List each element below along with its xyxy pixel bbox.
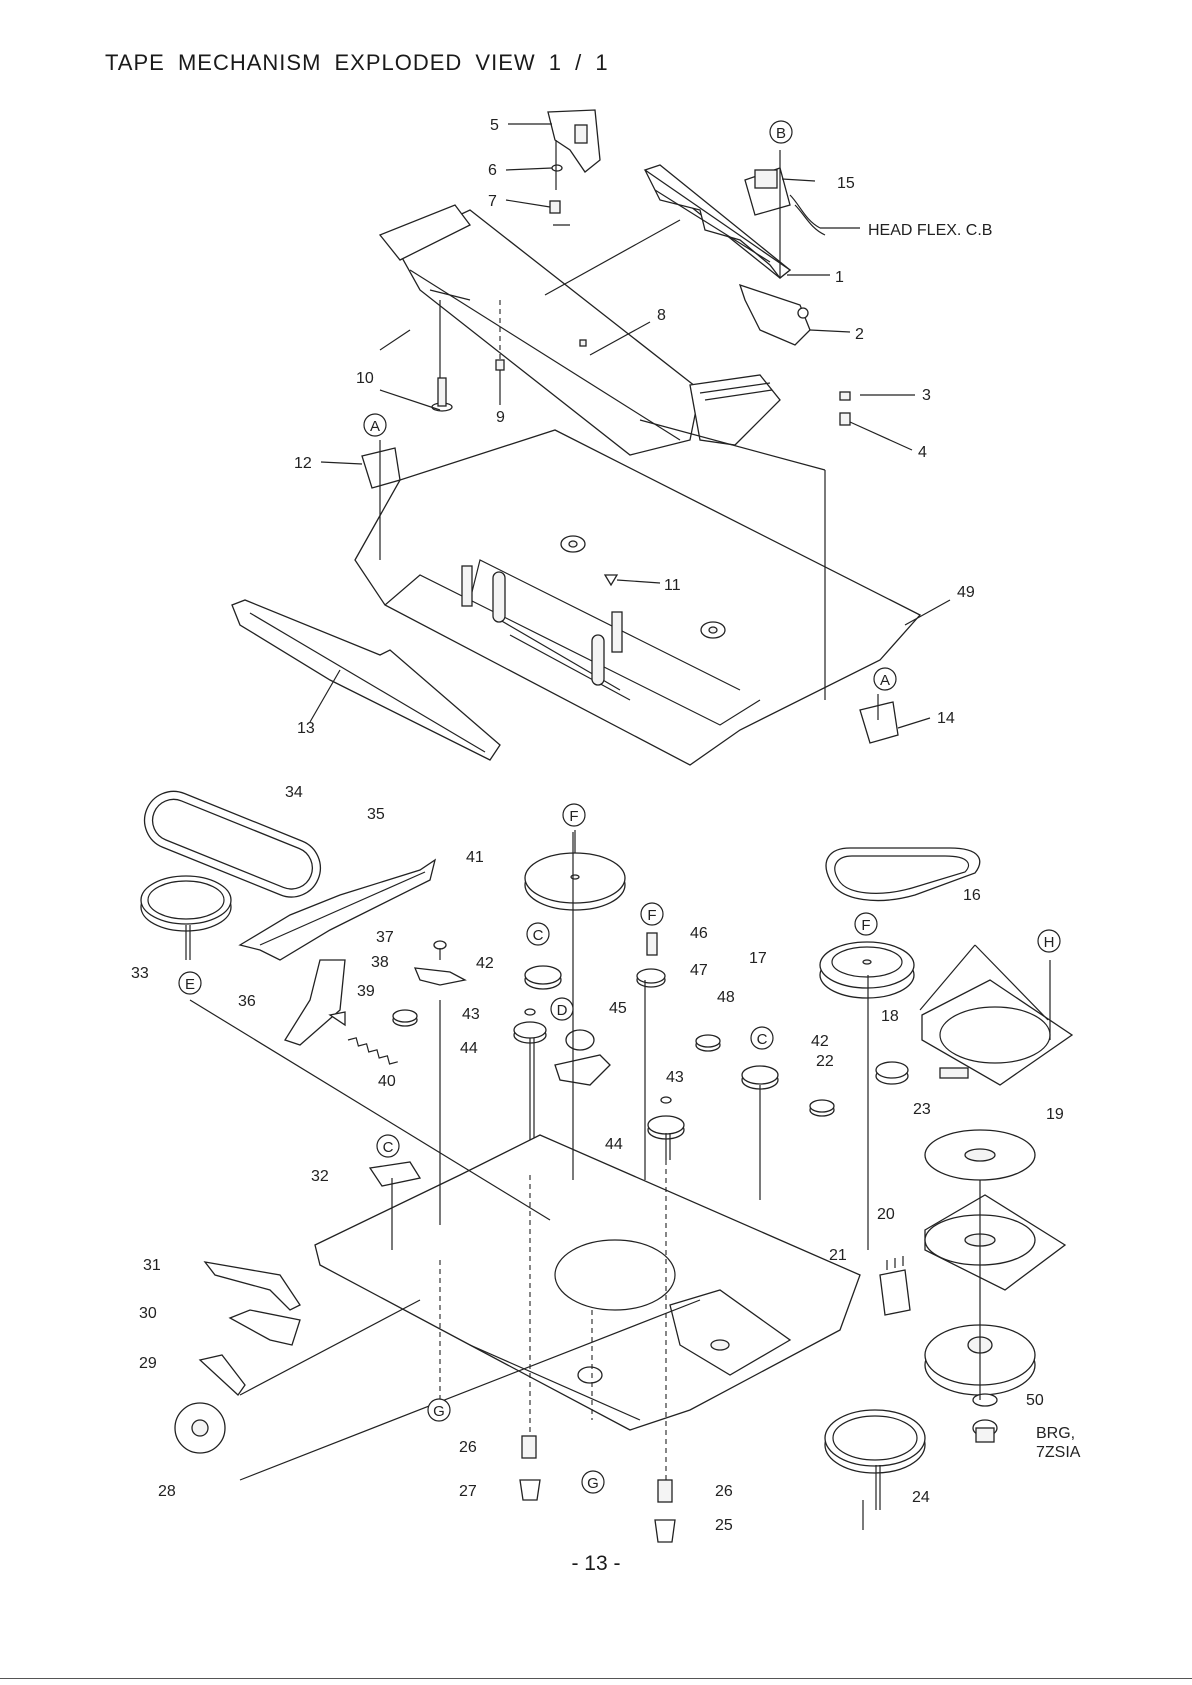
part-label-22: 22 xyxy=(816,1053,834,1070)
part-label-23: 23 xyxy=(913,1101,931,1118)
part-label-31: 31 xyxy=(143,1257,161,1274)
ref-marker-E: E xyxy=(179,972,201,994)
part-label-1: 1 xyxy=(835,269,844,286)
part-label-27: 27 xyxy=(459,1483,477,1500)
part-label-28: 28 xyxy=(158,1483,176,1500)
part-label-29: 29 xyxy=(139,1355,157,1372)
part-label-3: 3 xyxy=(922,387,931,404)
ref-marker-F2: F xyxy=(641,903,663,925)
head-flex-label: HEAD FLEX. C.B xyxy=(868,222,992,239)
part-label-19: 19 xyxy=(1046,1106,1064,1123)
part-label-20: 20 xyxy=(877,1206,895,1223)
part-label-6: 6 xyxy=(488,162,497,179)
part-label-30: 30 xyxy=(139,1305,157,1322)
ref-marker-F3: F xyxy=(855,913,877,935)
part-label-16: 16 xyxy=(963,887,981,904)
motor-holder-part xyxy=(880,945,1072,1315)
part-label-10: 10 xyxy=(356,370,374,387)
part-label-4: 4 xyxy=(918,444,927,461)
part-label-40: 40 xyxy=(378,1073,396,1090)
part-label-18: 18 xyxy=(881,1008,899,1025)
part-label-14: 14 xyxy=(937,710,955,727)
svg-text:B: B xyxy=(776,125,786,142)
part-label-50: 50 xyxy=(1026,1392,1044,1409)
part-label-2: 2 xyxy=(855,326,864,343)
part-label-11: 11 xyxy=(664,577,681,594)
part-label-38: 38 xyxy=(371,954,389,971)
part-label-37: 37 xyxy=(376,929,394,946)
ref-marker-B: B xyxy=(770,121,792,143)
svg-text:F: F xyxy=(569,808,578,825)
page-number: - 13 - xyxy=(0,1552,1192,1576)
part-label-9: 9 xyxy=(496,409,505,426)
part-label-43b: 43 xyxy=(666,1069,684,1086)
svg-text:H: H xyxy=(1044,934,1055,951)
svg-text:C: C xyxy=(757,1031,768,1048)
part-label-21: 21 xyxy=(829,1247,847,1264)
part-label-42b: 42 xyxy=(811,1033,829,1050)
part-label-32: 32 xyxy=(311,1168,329,1185)
part-label-35: 35 xyxy=(367,806,385,823)
svg-text:G: G xyxy=(433,1403,445,1420)
part-label-7: 7 xyxy=(488,193,497,210)
ref-marker-A1: A xyxy=(364,414,386,436)
part-label-41: 41 xyxy=(466,849,484,866)
part-label-46: 46 xyxy=(690,925,708,942)
svg-text:E: E xyxy=(185,976,195,993)
bottom-rule xyxy=(0,1678,1192,1679)
part-label-5: 5 xyxy=(490,117,499,134)
svg-text:A: A xyxy=(370,418,380,435)
brg-label-line1: BRG, xyxy=(1036,1425,1075,1442)
ref-marker-C2: C xyxy=(751,1027,773,1049)
part-label-45: 45 xyxy=(609,1000,627,1017)
svg-text:C: C xyxy=(533,927,544,944)
svg-text:D: D xyxy=(557,1002,568,1019)
part-label-24: 24 xyxy=(912,1489,930,1506)
head-part xyxy=(745,168,825,235)
part-label-49: 49 xyxy=(957,584,975,601)
svg-text:C: C xyxy=(383,1139,394,1156)
part-label-44a: 44 xyxy=(460,1040,478,1057)
ref-marker-D: D xyxy=(551,998,573,1020)
part-label-47: 47 xyxy=(690,962,708,979)
ref-marker-F1: F xyxy=(563,804,585,826)
brg-label-line2: 7ZSIA xyxy=(1036,1444,1081,1461)
part-label-26a: 26 xyxy=(459,1439,477,1456)
part-label-15: 15 xyxy=(837,175,855,192)
part-label-39: 39 xyxy=(357,983,375,1000)
part-label-26b: 26 xyxy=(715,1483,733,1500)
ref-marker-G1: G xyxy=(428,1399,450,1421)
svg-text:G: G xyxy=(587,1475,599,1492)
svg-text:F: F xyxy=(861,917,870,934)
part-label-36: 36 xyxy=(238,993,256,1010)
ref-marker-C1: C xyxy=(527,923,549,945)
pinch-lever-part xyxy=(548,110,600,213)
small-lever-part xyxy=(175,1162,420,1453)
ref-marker-A2: A xyxy=(874,668,896,690)
part-label-43a: 43 xyxy=(462,1006,480,1023)
part-label-8: 8 xyxy=(657,307,666,324)
part-label-33: 33 xyxy=(131,965,149,982)
ref-marker-G2: G xyxy=(582,1471,604,1493)
ref-marker-H: H xyxy=(1038,930,1060,952)
part-label-48: 48 xyxy=(717,989,735,1006)
svg-text:A: A xyxy=(880,672,890,689)
part-label-44b: 44 xyxy=(605,1136,623,1153)
part-label-34: 34 xyxy=(285,784,303,801)
part-label-12: 12 xyxy=(294,455,312,472)
svg-text:F: F xyxy=(647,907,656,924)
part-label-17: 17 xyxy=(749,950,767,967)
ref-marker-C3: C xyxy=(377,1135,399,1157)
part-label-42a: 42 xyxy=(476,955,494,972)
part-label-25: 25 xyxy=(715,1517,733,1534)
part-label-13: 13 xyxy=(297,720,315,737)
